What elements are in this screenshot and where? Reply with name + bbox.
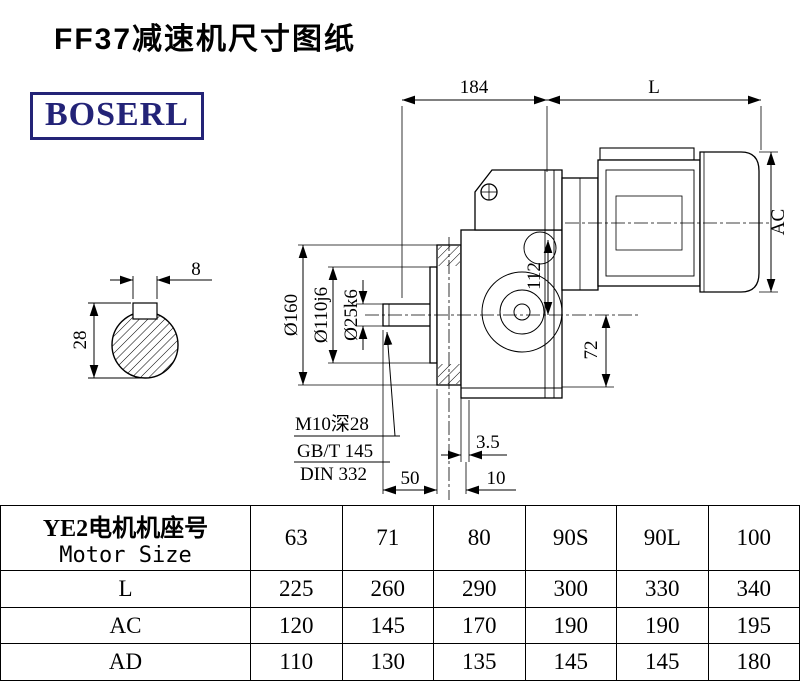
col-header: 80: [433, 505, 526, 571]
note-gb-standard: GB/T 145: [297, 441, 373, 462]
col-header: 90S: [524, 505, 617, 571]
table-row-AC: AC 120 145 170 190 190 195: [0, 607, 800, 644]
shaft-cross-section-view: [88, 275, 212, 379]
dim-10: 10: [487, 468, 506, 489]
dim-spigot-diameter: Ø110j6: [311, 287, 332, 343]
dim-184: 184: [460, 77, 489, 98]
table-header-cell: YE2电机机座号 Motor Size: [0, 505, 251, 571]
technical-drawing: 8 28: [70, 77, 789, 500]
row-label: AC: [0, 607, 251, 644]
brand-logo-text: BOSERL: [45, 96, 189, 133]
table-header-row: YE2电机机座号 Motor Size 63 71 80 90S 90L 100: [0, 505, 800, 571]
dim-112: 112: [524, 262, 545, 290]
dim-3-5: 3.5: [476, 432, 500, 453]
motor-outline: [561, 147, 760, 293]
table-cell: 190: [524, 607, 617, 644]
table-cell: 145: [616, 643, 709, 681]
col-header: 90L: [616, 505, 709, 571]
centerlines: [365, 222, 770, 500]
note-din-standard: DIN 332: [300, 464, 367, 485]
table-cell: 145: [341, 607, 434, 644]
table-cell: 110: [250, 643, 343, 681]
dimension-lines: [294, 95, 778, 495]
motor-size-table: YE2电机机座号 Motor Size 63 71 80 90S 90L 100…: [0, 505, 800, 681]
table-cell: 180: [707, 643, 800, 681]
table-cell: 225: [250, 570, 343, 608]
table-row-L: L 225 260 290 300 330 340: [0, 570, 800, 608]
table-header-en: Motor Size: [59, 543, 192, 568]
table-cell: 195: [707, 607, 800, 644]
dim-L: L: [648, 77, 660, 98]
table-cell: 120: [250, 607, 343, 644]
dim-shaft-height: 28: [70, 331, 91, 350]
table-cell: 340: [707, 570, 800, 608]
note-tapped-hole: M10深28: [295, 413, 369, 435]
table-cell: 330: [616, 570, 709, 608]
table-cell: 170: [433, 607, 526, 644]
page-title: FF37减速机尺寸图纸: [54, 23, 357, 56]
dim-AC: AC: [768, 209, 789, 235]
row-label: L: [0, 570, 251, 608]
table-cell: 260: [341, 570, 434, 608]
table-cell: 190: [616, 607, 709, 644]
dim-flange-diameter: Ø160: [281, 294, 302, 336]
dim-72: 72: [581, 341, 602, 360]
row-label: AD: [0, 643, 251, 681]
table-cell: 130: [341, 643, 434, 681]
col-header: 63: [250, 505, 343, 571]
table-cell: 145: [524, 643, 617, 681]
brand-logo: BOSERL: [30, 92, 204, 140]
dim-50: 50: [401, 468, 420, 489]
dim-shaft-diameter: Ø25k6: [341, 289, 362, 341]
col-header: 100: [707, 505, 800, 571]
table-header-cn: YE2电机机座号: [42, 516, 209, 542]
table-row-AD: AD 110 130 135 145 145 180: [0, 643, 800, 681]
col-header: 71: [341, 505, 434, 571]
table-cell: 135: [433, 643, 526, 681]
table-cell: 300: [524, 570, 617, 608]
table-cell: 290: [433, 570, 526, 608]
dim-key-width: 8: [191, 259, 201, 280]
